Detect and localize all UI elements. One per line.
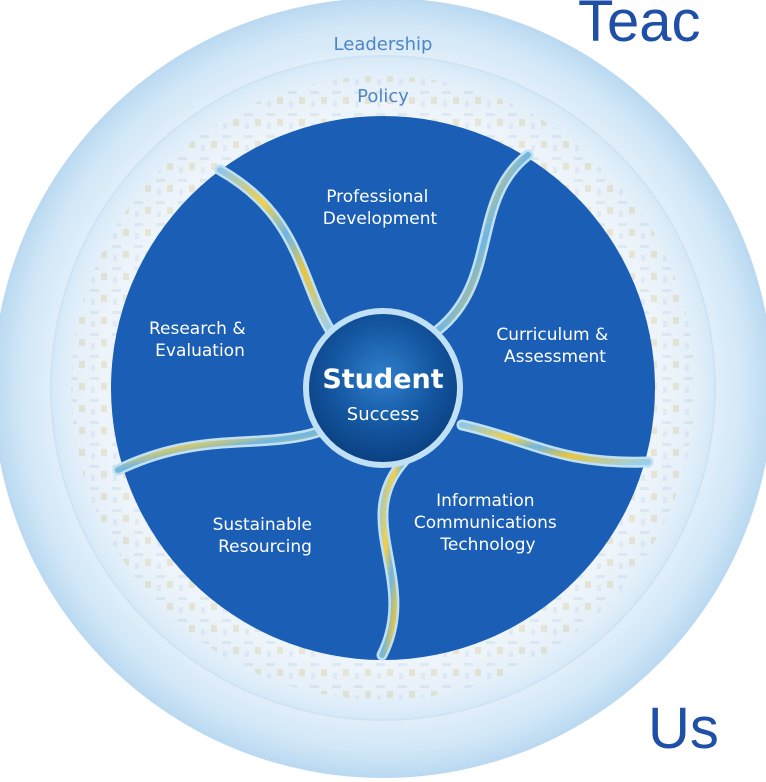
- leadership-label: Leadership: [334, 34, 433, 55]
- cropped-heading-top: Teac: [578, 0, 701, 54]
- segment-sustainable-resourcing: Sustainable Resourcing: [213, 515, 318, 557]
- segment-seams: [112, 149, 654, 661]
- segment-curriculum-assessment: Curriculum & Assessment: [496, 325, 613, 367]
- cropped-heading-bottom: Us: [648, 696, 719, 761]
- segment-research-evaluation: Research & Evaluation: [149, 319, 251, 361]
- center-subtitle: Success: [347, 404, 419, 425]
- segment-professional-development: Professional Development: [323, 187, 438, 229]
- center-circle: [309, 314, 457, 462]
- policy-label: Policy: [357, 86, 409, 107]
- center-title: Student: [322, 364, 443, 395]
- segment-information-communications-technology: Information Communications Technology: [414, 491, 562, 555]
